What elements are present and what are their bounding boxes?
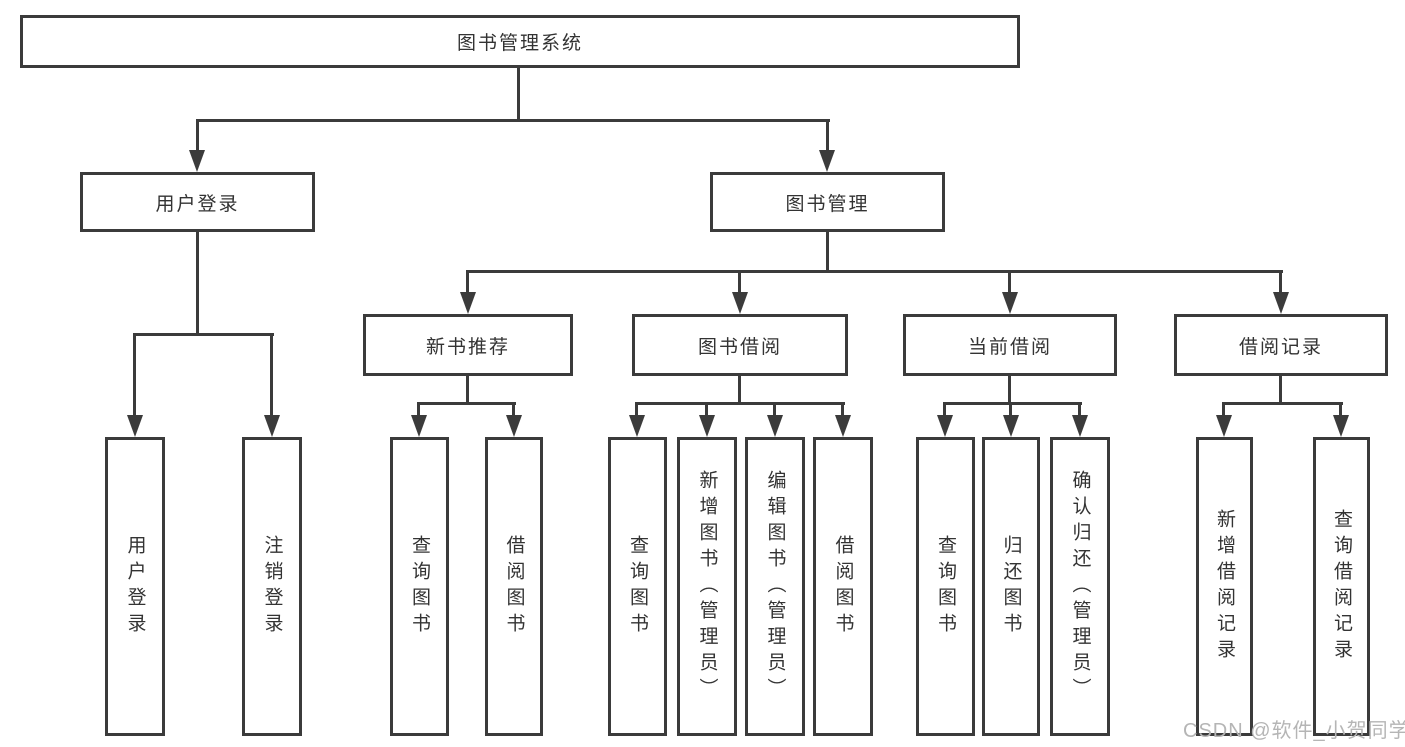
arrowhead-ul-leaf1 — [127, 415, 143, 437]
connector-drop-cb-leaf1 — [943, 402, 946, 417]
arrowhead-current-borrow — [1002, 292, 1018, 314]
connector-new-book-rec-rail — [418, 402, 516, 405]
connector-book-mgmt-stem — [826, 232, 829, 273]
leaf-current-query-book-label: 查询图书 — [935, 534, 956, 639]
connector-drop-bb-leaf1 — [635, 402, 638, 417]
connector-borrow-record-stem — [1279, 376, 1282, 404]
connector-drop-current-borrow — [1008, 270, 1011, 294]
node-library-system-label: 图书管理系统 — [456, 33, 583, 54]
connector-current-borrow-rail — [944, 402, 1082, 405]
leaf-add-book-admin-label: 新增图书（管理员） — [696, 469, 718, 704]
arrowhead-book-mgmt — [819, 150, 835, 172]
leaf-current-query-book: 查询图书 — [916, 437, 975, 736]
leaf-rec-query-book: 查询图书 — [390, 437, 449, 736]
node-new-book-recommend: 新书推荐 — [363, 314, 573, 376]
node-book-management: 图书管理 — [710, 172, 945, 232]
connector-root-stem — [517, 68, 520, 120]
csdn-watermark: CSDN @软件_小贺同学 — [1183, 720, 1405, 742]
leaf-query-borrow-record-label: 查询借阅记录 — [1331, 508, 1352, 665]
arrowhead-bb-leaf3 — [767, 415, 783, 437]
arrowhead-nb-leaf1 — [411, 415, 427, 437]
connector-drop-cb-leaf2 — [1009, 402, 1012, 417]
leaf-borrow-book: 借阅图书 — [813, 437, 873, 736]
leaf-logout-label: 注销登录 — [261, 534, 283, 639]
leaf-edit-book-admin: 编辑图书（管理员） — [745, 437, 805, 736]
connector-drop-user-login — [196, 119, 199, 152]
node-book-management-label: 图书管理 — [785, 193, 870, 215]
arrowhead-bb-leaf2 — [699, 415, 715, 437]
arrowhead-user-login — [189, 150, 205, 172]
leaf-return-book: 归还图书 — [982, 437, 1040, 736]
connector-borrow-record-rail — [1223, 402, 1343, 405]
leaf-add-borrow-record: 新增借阅记录 — [1196, 437, 1253, 736]
leaf-rec-borrow-book-label: 借阅图书 — [503, 534, 525, 639]
leaf-user-login-label: 用户登录 — [124, 534, 146, 639]
leaf-add-book-admin: 新增图书（管理员） — [677, 437, 737, 736]
connector-drop-bb-leaf3 — [773, 402, 776, 417]
leaf-return-book-label: 归还图书 — [1000, 534, 1022, 639]
node-book-borrowing: 图书借阅 — [632, 314, 848, 376]
connector-drop-borrow-record — [1279, 270, 1282, 294]
leaf-user-login: 用户登录 — [105, 437, 165, 736]
leaf-borrow-book-label: 借阅图书 — [832, 534, 854, 639]
leaf-rec-query-book-label: 查询图书 — [409, 534, 430, 639]
arrowhead-new-book-rec — [460, 292, 476, 314]
arrowhead-br-leaf1 — [1216, 415, 1232, 437]
node-borrowing-records-label: 借阅记录 — [1238, 336, 1323, 358]
connector-drop-book-mgmt — [826, 119, 829, 152]
leaf-borrow-query-book: 查询图书 — [608, 437, 667, 736]
node-user-login: 用户登录 — [80, 172, 315, 232]
leaf-query-borrow-record: 查询借阅记录 — [1313, 437, 1370, 736]
arrowhead-cb-leaf3 — [1072, 415, 1088, 437]
connector-drop-bb-leaf4 — [841, 402, 844, 417]
connector-drop-new-book-rec — [466, 270, 469, 294]
arrowhead-cb-leaf1 — [937, 415, 953, 437]
connector-drop-br-leaf2 — [1339, 402, 1342, 417]
arrowhead-bb-leaf4 — [835, 415, 851, 437]
connector-book-borrow-stem — [738, 376, 741, 404]
leaf-add-borrow-record-label: 新增借阅记录 — [1214, 508, 1235, 665]
connector-user-login-rail — [134, 333, 274, 336]
node-current-borrowing: 当前借阅 — [903, 314, 1117, 376]
connector-level2-rail — [196, 119, 830, 122]
connector-drop-ul-leaf1 — [133, 333, 136, 417]
leaf-rec-borrow-book: 借阅图书 — [485, 437, 543, 736]
connector-drop-book-borrow — [738, 270, 741, 294]
connector-drop-nb-leaf1 — [417, 402, 420, 417]
leaf-logout: 注销登录 — [242, 437, 302, 736]
arrowhead-bb-leaf1 — [629, 415, 645, 437]
connector-book-borrow-rail — [636, 402, 845, 405]
arrowhead-book-borrow — [732, 292, 748, 314]
leaf-confirm-return-admin: 确认归还（管理员） — [1050, 437, 1110, 736]
connector-level3-rail — [466, 270, 1283, 273]
arrowhead-nb-leaf2 — [506, 415, 522, 437]
node-new-book-recommend-label: 新书推荐 — [425, 336, 510, 358]
arrowhead-br-leaf2 — [1333, 415, 1349, 437]
connector-drop-bb-leaf2 — [705, 402, 708, 417]
connector-current-borrow-stem — [1008, 376, 1011, 404]
node-library-system: 图书管理系统 — [20, 15, 1020, 68]
node-book-borrowing-label: 图书借阅 — [697, 336, 782, 358]
node-user-login-label: 用户登录 — [155, 193, 240, 215]
leaf-borrow-query-book-label: 查询图书 — [627, 534, 648, 639]
connector-user-login-stem — [196, 232, 199, 335]
connector-drop-br-leaf1 — [1222, 402, 1225, 417]
leaf-edit-book-admin-label: 编辑图书（管理员） — [764, 469, 786, 704]
connector-drop-nb-leaf2 — [512, 402, 515, 417]
leaf-confirm-return-admin-label: 确认归还（管理员） — [1069, 469, 1091, 704]
arrowhead-borrow-record — [1273, 292, 1289, 314]
arrowhead-ul-leaf2 — [264, 415, 280, 437]
connector-drop-cb-leaf3 — [1078, 402, 1081, 417]
node-borrowing-records: 借阅记录 — [1174, 314, 1388, 376]
node-current-borrowing-label: 当前借阅 — [967, 336, 1052, 358]
connector-new-book-rec-stem — [466, 376, 469, 404]
arrowhead-cb-leaf2 — [1003, 415, 1019, 437]
connector-drop-ul-leaf2 — [270, 333, 273, 417]
